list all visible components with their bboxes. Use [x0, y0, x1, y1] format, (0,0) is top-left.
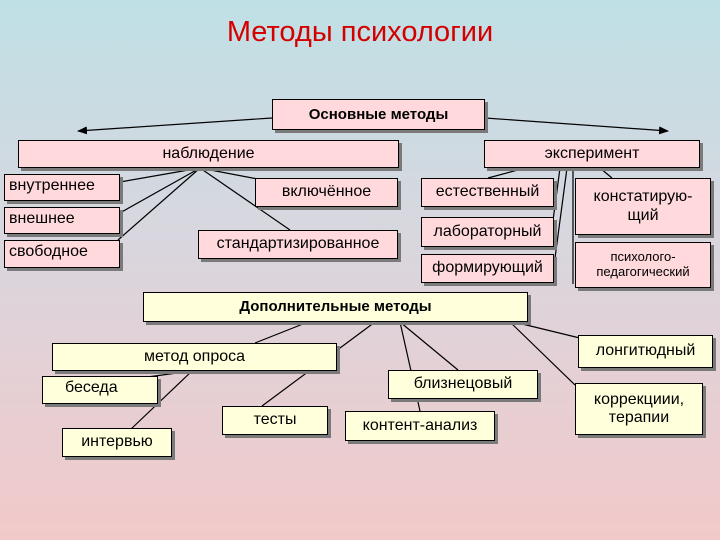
additional-methods-box: Дополнительные методы	[143, 292, 528, 322]
laboratory-box: лабораторный	[421, 217, 554, 247]
interview-box: интервью	[62, 428, 172, 457]
psych-ped-box: психолого- педагогический	[575, 242, 711, 288]
survey-box: метод опроса	[52, 343, 337, 371]
tests-box: тесты	[222, 406, 328, 435]
experiment-box: эксперимент	[484, 140, 700, 168]
natural-box: естественный	[421, 178, 554, 207]
internal-box: внутреннее	[4, 174, 120, 201]
longitudinal-box: лонгитюдный	[578, 335, 713, 368]
standardized-box: стандартизированное	[198, 230, 398, 259]
page-title: Методы психологии	[226, 16, 494, 48]
arrow-left	[77, 117, 273, 135]
observation-box: наблюдение	[18, 140, 399, 168]
arrow-right	[484, 117, 669, 135]
ascertaining-box: констатирую- щий	[575, 178, 711, 235]
conversation-box: беседа	[42, 376, 158, 404]
twin-box: близнецовый	[388, 370, 538, 399]
free-box: свободное	[4, 240, 120, 268]
forming-box: формирующий	[421, 254, 554, 283]
content-analysis-box: контент-анализ	[345, 411, 495, 441]
main-methods-box: Основные методы	[272, 99, 485, 130]
included-box: включённое	[255, 178, 398, 207]
external-box: внешнее	[4, 207, 120, 234]
correction-box: коррекциии, терапии	[575, 383, 703, 435]
